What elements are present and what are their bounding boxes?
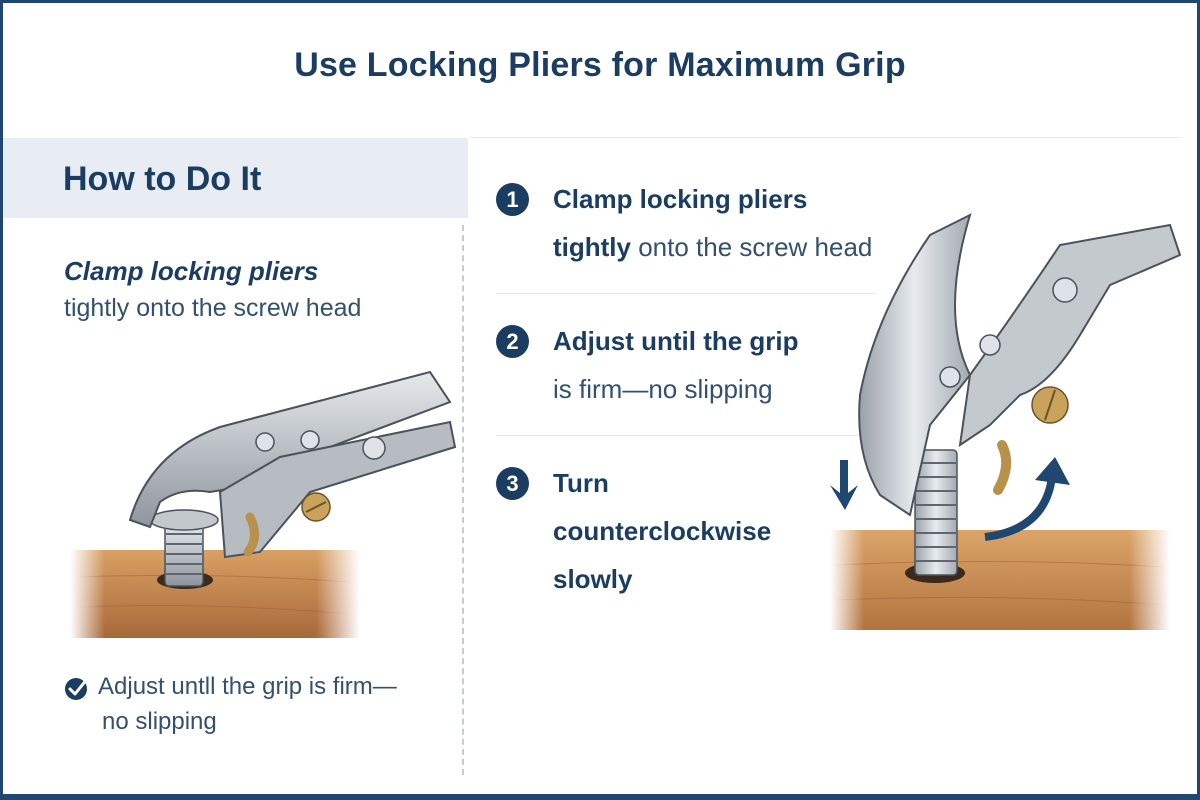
- step-number-badge: 3: [496, 467, 529, 500]
- step-3-line-2: counterclockwise: [553, 516, 772, 546]
- step-1-emphasis: tightly: [553, 232, 631, 262]
- step-2-text: is firm—no slipping: [553, 374, 773, 404]
- divider: [496, 293, 876, 294]
- page-title: Use Locking Pliers for Maximum Grip: [294, 46, 906, 84]
- arrow-down-icon: [830, 460, 858, 510]
- tip-note: Adjust untll the grip is firm— no slippi…: [64, 672, 464, 736]
- intro-emphasis: Clamp locking pliers: [64, 256, 319, 286]
- left-panel-header: How to Do It: [3, 138, 468, 218]
- tip-line-2: no slipping: [102, 708, 217, 735]
- check-circle-icon: [65, 677, 89, 700]
- left-intro: Clamp locking pliers tightly onto the sc…: [64, 255, 464, 329]
- step-number-badge: 2: [496, 325, 529, 358]
- counterclockwise-arrow-icon: [984, 476, 1056, 541]
- section-heading: How to Do It: [63, 160, 262, 198]
- step-1: 1 Clamp locking pliers tightly onto the …: [496, 175, 916, 271]
- vertical-dashed-divider: [462, 225, 464, 775]
- step-3: 3 Turn counterclockwise slowly: [496, 459, 916, 603]
- steps-list: 1 Clamp locking pliers tightly onto the …: [496, 175, 916, 603]
- step-1-text: onto the screw head: [631, 232, 873, 262]
- pliers-illustration-right: [830, 213, 1182, 630]
- step-3-line-3: slowly: [553, 564, 633, 594]
- step-2: 2 Adjust until the grip is firm—no slipp…: [496, 317, 916, 413]
- pliers-illustration-left: [70, 370, 457, 638]
- intro-text: tightly onto the screw head: [64, 294, 362, 322]
- tip-line-1: Adjust untll the grip is firm—: [98, 673, 397, 700]
- step-3-line-1: Turn: [553, 468, 609, 498]
- divider: [496, 435, 876, 436]
- step-1-title: Clamp locking pliers: [553, 184, 808, 214]
- divider: [470, 137, 1180, 138]
- step-number-badge: 1: [496, 183, 529, 216]
- step-2-title: Adjust until the grip: [553, 326, 799, 356]
